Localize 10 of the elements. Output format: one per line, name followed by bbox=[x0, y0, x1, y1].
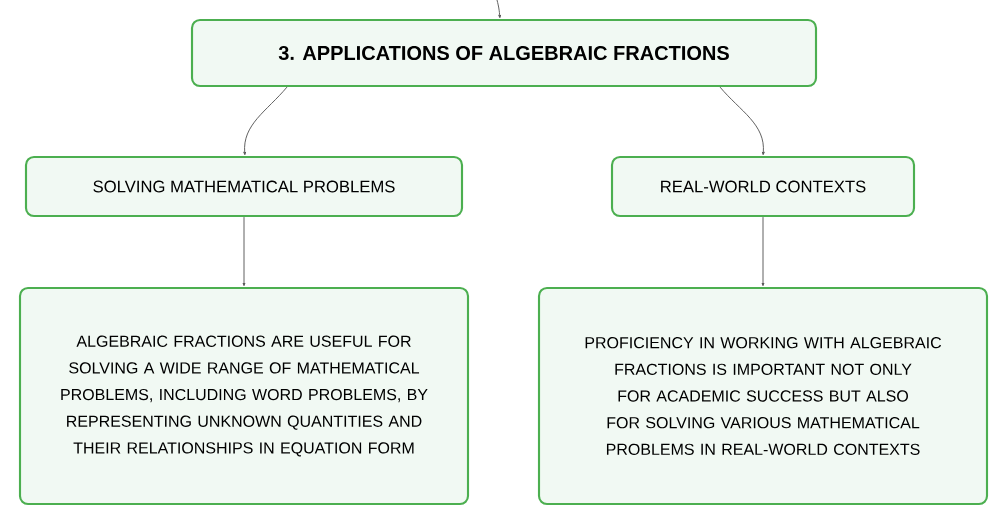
arrow bbox=[761, 216, 765, 287]
description-box: PROFICIENCY IN WORKING WITH ALGEBRAIC FRACTIONS IS IMPORTANT NOT ONLY FOR ACADEMIC SUCCESS BUT ALSO FOR SOLVING VARIOUS MATHEMATICAL PROBLEMS IN REAL-WORLD CONTEXTS bbox=[537, 286, 989, 506]
arrow bbox=[719, 86, 765, 156]
arrow bbox=[242, 216, 246, 287]
arrow bbox=[496, 0, 502, 19]
description-box: ALGEBRAIC FRACTIONS ARE USEFUL FOR SOLVING A WIDE RANGE OF MATHEMATICAL PROBLEMS, INCLUDING WORD PROBLEMS, BY REPRESENTING UNKNOWN QUANTITIES AND THEIR RELATIONSHIPS IN EQUATION FORM bbox=[18, 286, 470, 506]
subtopic-box: REAL-WORLD CONTEXTS bbox=[610, 155, 916, 218]
subtopic-box: SOLVING MATHEMATICAL PROBLEMS bbox=[24, 155, 464, 218]
topic-box: 3. APPLICATIONS OF ALGEBRAIC FRACTIONS bbox=[190, 18, 818, 88]
arrow bbox=[243, 86, 288, 156]
